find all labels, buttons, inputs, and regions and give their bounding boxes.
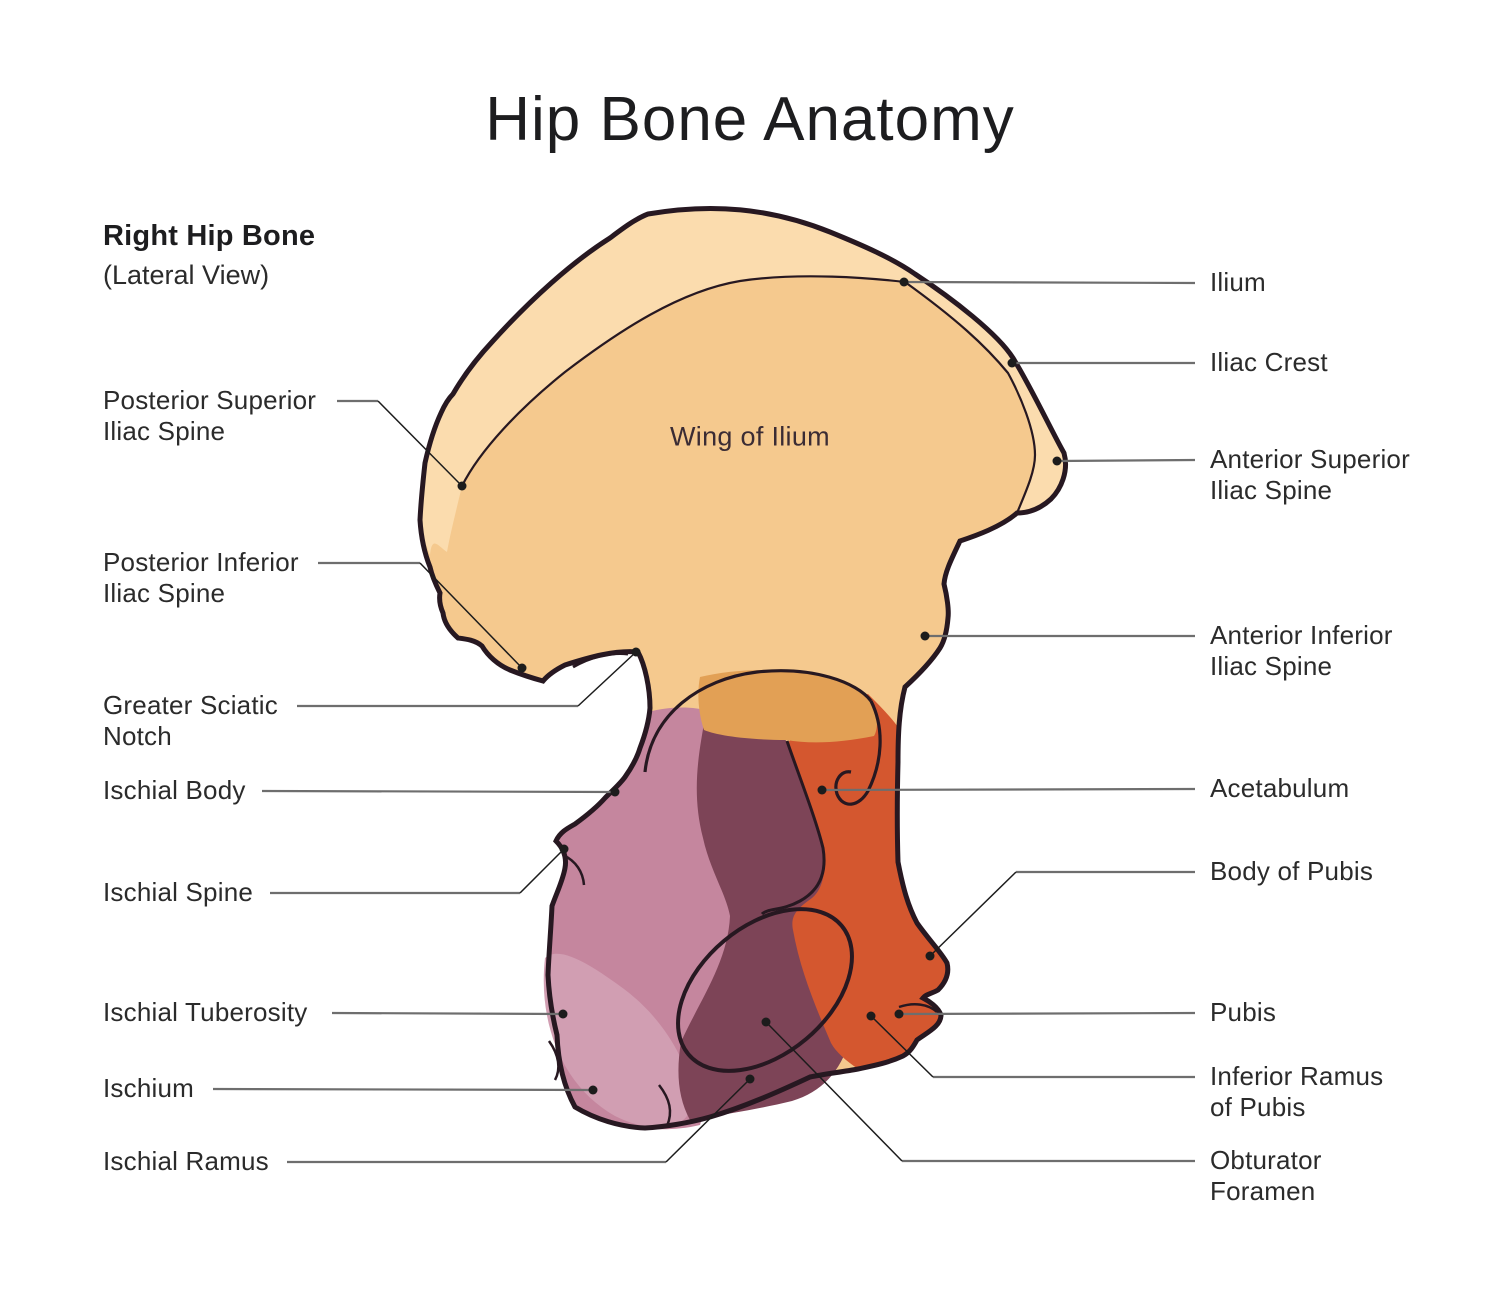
leader-posterior-inferior-iliac-spine [318,561,527,673]
leader-ischial-body [261,787,620,797]
label-anterior-superior-iliac-spine: Anterior Superior Iliac Spine [1210,444,1410,505]
label-greater-sciatic-notch: Greater Sciatic Notch [103,690,278,751]
label-body-of-pubis: Body of Pubis [1210,856,1374,886]
label-inferior-ramus-of-pubis: Inferior Ramus of Pubis [1210,1061,1384,1122]
leader-anterior-superior-iliac-spine [1052,456,1196,466]
leader-ischial-spine [270,844,569,895]
label-anterior-inferior-iliac-spine: Anterior Inferior Iliac Spine [1210,620,1393,681]
leader-ischial-ramus [287,1074,755,1164]
leader-ilium [899,277,1196,287]
leader-ischial-tuberosity [331,1009,568,1019]
acetabulum-inner-hook [834,700,882,806]
acetabulum-notch-curve [760,740,826,916]
view-heading-view: (Lateral View) [103,260,270,290]
obturator-foramen-shape [676,907,854,1073]
label-iliac-crest: Iliac Crest [1210,347,1328,377]
leader-lines [212,277,1196,1164]
bone-outline [417,205,1068,1131]
pubis-crease [898,1003,938,1013]
label-ischial-spine: Ischial Spine [103,877,254,907]
leader-obturator-foramen [761,1017,1195,1163]
label-ischial-tuberosity: Ischial Tuberosity [103,997,308,1027]
leader-inferior-ramus-of-pubis [866,1011,1195,1079]
label-acetabulum: Acetabulum [1210,773,1350,803]
leader-posterior-superior-iliac-spine [337,399,467,491]
view-heading-name: Right Hip Bone [103,220,316,252]
leader-iliac-crest [1007,358,1195,368]
ischium-inner-highlight [543,953,693,1128]
leader-ischium [212,1085,598,1095]
acetabulum-rim-arc [643,669,873,773]
ramus-crease [658,1084,672,1127]
label-ilium: Ilium [1210,267,1266,297]
label-posterior-superior-iliac-spine: Posterior Superior Iliac Spine [103,385,317,446]
iliac-inner-line [461,275,1037,514]
pubis-region [788,694,948,1069]
label-pubis: Pubis [1210,997,1277,1027]
acetabulum-top-region [698,669,878,743]
leader-pubis [894,1009,1196,1019]
label-ischial-body: Ischial Body [103,775,246,805]
label-ischium: Ischium [103,1073,194,1103]
leader-greater-sciatic-notch [297,647,641,708]
leader-body-of-pubis [925,870,1195,961]
label-obturator-foramen: Obturator Foramen [1210,1145,1322,1206]
page-title: Hip Bone Anatomy [485,85,1015,154]
label-posterior-inferior-iliac-spine: Posterior Inferior Iliac Spine [103,547,299,608]
leader-acetabulum [817,785,1196,795]
leader-anterior-inferior-iliac-spine [920,631,1195,641]
wing-of-ilium-label: Wing of Ilium [670,421,830,452]
view-heading: Right Hip Bone (Lateral View) [103,220,315,291]
iliac-crest-band [420,208,1066,555]
label-ischial-ramus: Ischial Ramus [103,1146,269,1176]
